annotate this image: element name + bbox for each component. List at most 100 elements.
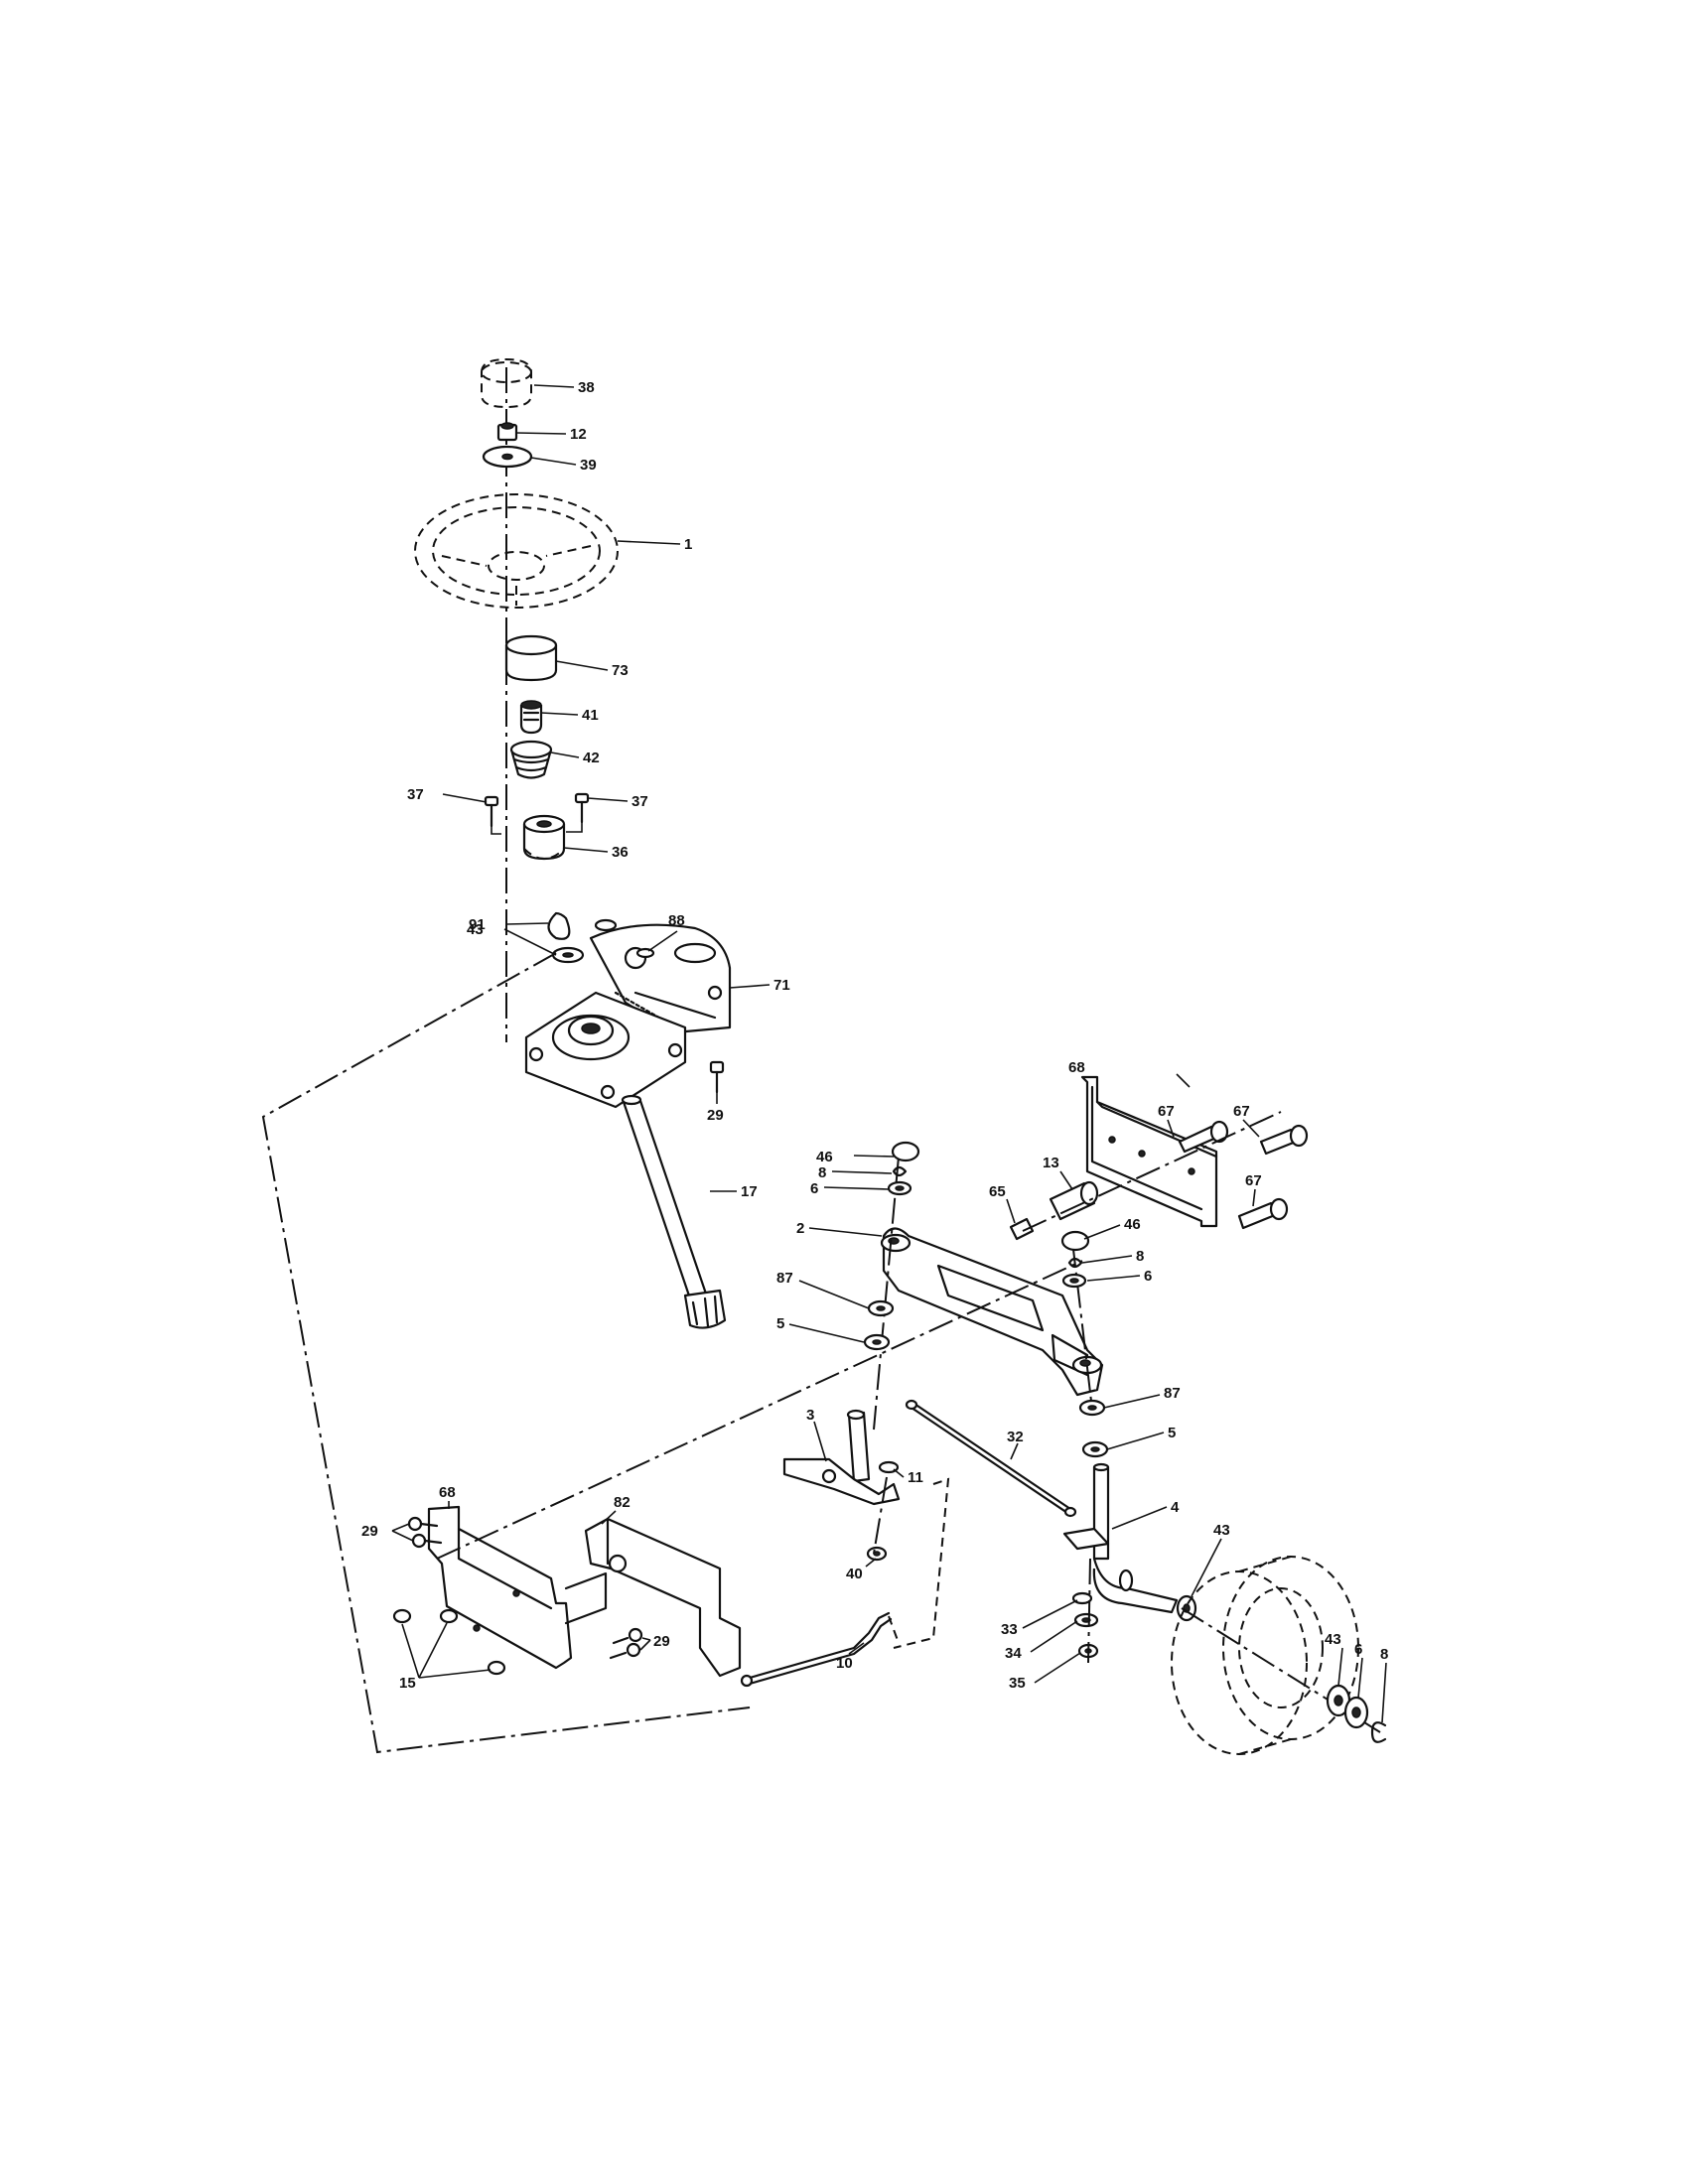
left-spindle-axis [873,1156,900,1431]
callout-labels: 38 12 39 1 73 41 42 37 37 36 91 88 43 71… [361,379,1388,1692]
callout-4: 4 [1171,1499,1180,1516]
front-wheel-part [1171,1556,1359,1755]
spindle-spacer-part [1071,1591,1093,1605]
axle-bolt-a-part [1178,1120,1229,1154]
clip-left-part [892,1165,908,1177]
callout-65: 65 [989,1183,1006,1200]
nut-b-part [439,1608,459,1624]
callout-10: 10 [836,1655,853,1672]
bellows-part [509,740,553,779]
right-spindle-axis [1071,1240,1093,1411]
dust-cap-left-part [891,1141,920,1162]
callout-leaders [391,384,1387,1723]
callout-34: 34 [1005,1645,1022,1662]
sector-gear-part [589,918,732,1034]
axle-bracket-lower-part [427,1505,573,1670]
axle-pivot-line [1022,1111,1282,1232]
washer-right-part [1061,1273,1087,1289]
callout-37-left: 37 [407,786,424,803]
callout-46-left: 46 [816,1149,833,1165]
callout-32: 32 [1007,1429,1024,1445]
callout-36: 36 [612,844,629,861]
callout-87-left: 87 [776,1270,793,1287]
callout-68-lower: 68 [439,1484,456,1501]
steering-cap-part [481,357,532,409]
spindle-bottom-axis [1087,1558,1091,1664]
front-axle-part [880,1227,1104,1397]
bolt-gear-bottom-part [709,1060,725,1094]
spindle-washer-part [878,1460,900,1474]
callout-73: 73 [612,662,629,679]
washer-part [482,445,533,469]
tie-rod-part [905,1399,1077,1518]
callout-29-bracket: 29 [653,1633,670,1650]
nut-a-part [392,1608,412,1624]
callout-38: 38 [578,379,595,396]
dust-cap-right-part [1060,1230,1090,1252]
callout-88: 88 [668,912,685,929]
callout-43-lower: 43 [1213,1522,1230,1539]
callout-67-a: 67 [1158,1103,1175,1120]
hairpin-clip-part [547,911,571,940]
callout-17: 17 [741,1183,758,1200]
callout-1: 1 [684,536,692,553]
callout-12: 12 [570,426,587,443]
drag-link-part [740,1611,893,1688]
callout-8-left: 8 [818,1164,826,1181]
bushing-left-part [867,1299,895,1317]
right-spindle-part [1062,1462,1179,1614]
steering-shaft-part [621,1094,727,1329]
spindle-nut-part [866,1546,888,1562]
callout-37-right: 37 [632,793,648,810]
callout-6-left: 6 [810,1180,818,1197]
callout-46-right: 46 [1124,1216,1141,1233]
callout-8-right: 8 [1136,1248,1144,1265]
wheel-clip-part [1370,1721,1387,1743]
washer-gear-part [551,946,585,964]
callout-29-left: 29 [361,1523,378,1540]
axle-bolt-c-part [1237,1197,1289,1230]
callout-43-wheel: 43 [1325,1631,1341,1648]
wheel-washer-a-part [1326,1684,1351,1717]
left-spindle-part [782,1409,901,1506]
adapter-part [519,700,543,735]
callout-11: 11 [908,1469,923,1486]
bolt-bracket-a-part [612,1627,643,1645]
callout-42: 42 [583,750,600,766]
spindle-lock-washer-part [1073,1612,1099,1628]
nut-part [496,422,518,442]
callout-87-right: 87 [1164,1385,1181,1402]
callout-2: 2 [796,1220,804,1237]
callout-67-c: 67 [1245,1172,1262,1189]
callout-8-wheel: 8 [1380,1646,1388,1663]
bushing-part [504,634,558,682]
callout-5-left: 5 [776,1315,784,1332]
callout-5-right: 5 [1168,1425,1176,1441]
callout-6-right: 6 [1144,1268,1152,1285]
assembly-path-bracket [436,1260,1083,1560]
axle-bracket-upper-part [1080,1075,1218,1228]
assembly-path-left [261,952,751,1754]
wheel-axis-line [1181,1607,1381,1733]
screw-right-part [566,792,590,833]
gear-bolt-part [635,947,655,959]
callout-82: 82 [614,1494,631,1511]
flat-washer-left-part [863,1333,891,1351]
washer-left-part [887,1180,912,1196]
mount-bracket-part [564,1517,742,1678]
callout-67-b: 67 [1233,1103,1250,1120]
spacer-tube-part [1049,1180,1099,1221]
pivot-pin-part [1009,1217,1035,1241]
wheel-washer-b-part [1343,1696,1369,1729]
flat-washer-right-part [1081,1440,1109,1458]
callout-91: 91 [469,916,486,933]
steering-wheel-part [414,493,619,609]
callout-3: 3 [806,1407,814,1424]
callout-39: 39 [580,457,597,474]
nut-c-part [487,1660,506,1676]
spindle-nut-axis [873,1476,888,1555]
bushing-right-part [1078,1399,1106,1417]
axle-bolt-b-part [1259,1124,1309,1156]
callout-29-upper: 29 [707,1107,724,1124]
